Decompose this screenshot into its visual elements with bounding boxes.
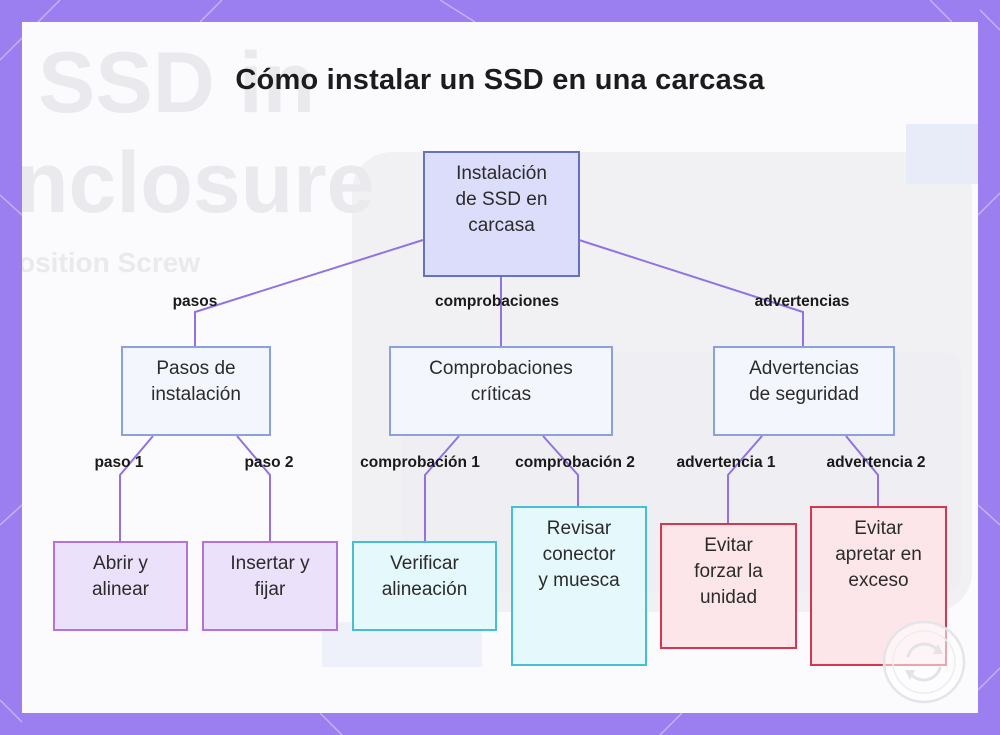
pasos-line-1: Pasos de bbox=[156, 358, 236, 379]
edge-label-advertencia-1: advertencia 1 bbox=[676, 454, 776, 471]
edge-label-paso-1: paso 1 bbox=[94, 454, 144, 471]
root-line-3: carcasa bbox=[468, 215, 535, 236]
root-line-1: Instalación bbox=[456, 163, 547, 184]
edge-adv-apretar bbox=[845, 435, 879, 506]
watermark-line-1: SSD in bbox=[38, 35, 315, 131]
edge-comp-revisar bbox=[542, 435, 579, 506]
abrir-line-1: Abrir y bbox=[93, 553, 148, 574]
forzar-line-1: Evitar bbox=[704, 535, 753, 556]
apretar-line-2: apretar en bbox=[835, 544, 922, 565]
edge-label-comprobaciones: comprobaciones bbox=[434, 293, 560, 310]
root-node: Instalación de SSD en carcasa bbox=[423, 151, 580, 277]
edge-label-pasos: pasos bbox=[172, 293, 218, 310]
node-abrir-alinear: Abrir y alinear bbox=[53, 541, 188, 631]
advertencias-line-1: Advertencias bbox=[749, 358, 859, 379]
watermark-line-2: nclosure bbox=[22, 135, 374, 231]
node-advertencias-seguridad: Advertencias de seguridad bbox=[713, 346, 895, 436]
edge-label-comprobacion-2: comprobación 2 bbox=[515, 454, 635, 471]
recycle-badge-icon bbox=[882, 620, 966, 704]
page-title: Cómo instalar un SSD en una carcasa bbox=[235, 64, 765, 96]
comprobaciones-line-1: Comprobaciones bbox=[429, 358, 573, 379]
edge-pasos-abrir bbox=[119, 435, 154, 541]
node-pasos-instalacion: Pasos de instalación bbox=[121, 346, 271, 436]
abrir-line-2: alinear bbox=[91, 579, 150, 600]
edge-pasos-insertar bbox=[236, 435, 271, 541]
edge-label-paso-2: paso 2 bbox=[244, 454, 294, 471]
node-evitar-forzar: Evitar forzar la unidad bbox=[660, 523, 797, 649]
root-line-2: de SSD en bbox=[455, 189, 548, 210]
node-insertar-fijar: Insertar y fijar bbox=[202, 541, 338, 631]
edge-label-advertencias: advertencias bbox=[754, 293, 850, 310]
revisar-line-3: y muesca bbox=[538, 570, 620, 591]
apretar-line-3: exceso bbox=[848, 570, 909, 591]
edge-comp-verificar bbox=[424, 435, 460, 541]
edge-label-comprobacion-1: comprobación 1 bbox=[360, 454, 480, 471]
node-verificar-alineacion: Verificar alineación bbox=[352, 541, 497, 631]
revisar-line-2: conector bbox=[542, 544, 616, 565]
edge-adv-forzar bbox=[727, 435, 763, 523]
watermark-line-3: osition Screw bbox=[22, 247, 200, 278]
forzar-line-2: forzar la bbox=[694, 561, 763, 582]
pasos-line-2: instalación bbox=[151, 384, 241, 405]
node-revisar-conector: Revisar conector y muesca bbox=[511, 506, 647, 666]
insertar-line-2: fijar bbox=[254, 579, 286, 600]
edge-root-advertencias bbox=[578, 239, 804, 347]
forzar-line-3: unidad bbox=[699, 587, 758, 608]
verificar-line-1: Verificar bbox=[390, 553, 459, 574]
edge-label-advertencia-2: advertencia 2 bbox=[826, 454, 926, 471]
apretar-line-1: Evitar bbox=[854, 518, 903, 539]
node-comprobaciones-criticas: Comprobaciones críticas bbox=[389, 346, 613, 436]
verificar-line-2: alineación bbox=[381, 579, 468, 600]
comprobaciones-line-2: críticas bbox=[470, 384, 532, 405]
revisar-line-1: Revisar bbox=[546, 518, 612, 539]
insertar-line-1: Insertar y bbox=[230, 553, 310, 574]
edge-root-pasos bbox=[194, 239, 424, 347]
advertencias-line-2: de seguridad bbox=[749, 384, 859, 405]
